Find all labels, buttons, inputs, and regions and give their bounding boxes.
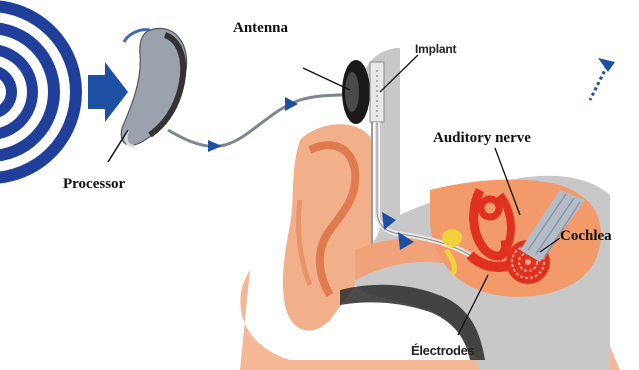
processor-label: Processor (63, 176, 125, 193)
cochlea-label: Cochlea (560, 228, 612, 245)
sound-waves-icon (0, 0, 82, 184)
implant-disk-icon (342, 60, 384, 124)
implant-label: Implant (415, 42, 456, 56)
antenna-leader (303, 68, 350, 90)
auditory-nerve-label: Auditory nerve (433, 130, 531, 147)
electrodes-label: Électrodes (411, 343, 474, 358)
wave-arrow-icon (88, 62, 128, 122)
signal-arrow-icon (590, 58, 615, 100)
signal-arrow-icon (285, 97, 298, 111)
signal-arrow-icon (208, 140, 222, 152)
antenna-label: Antenna (233, 20, 288, 37)
